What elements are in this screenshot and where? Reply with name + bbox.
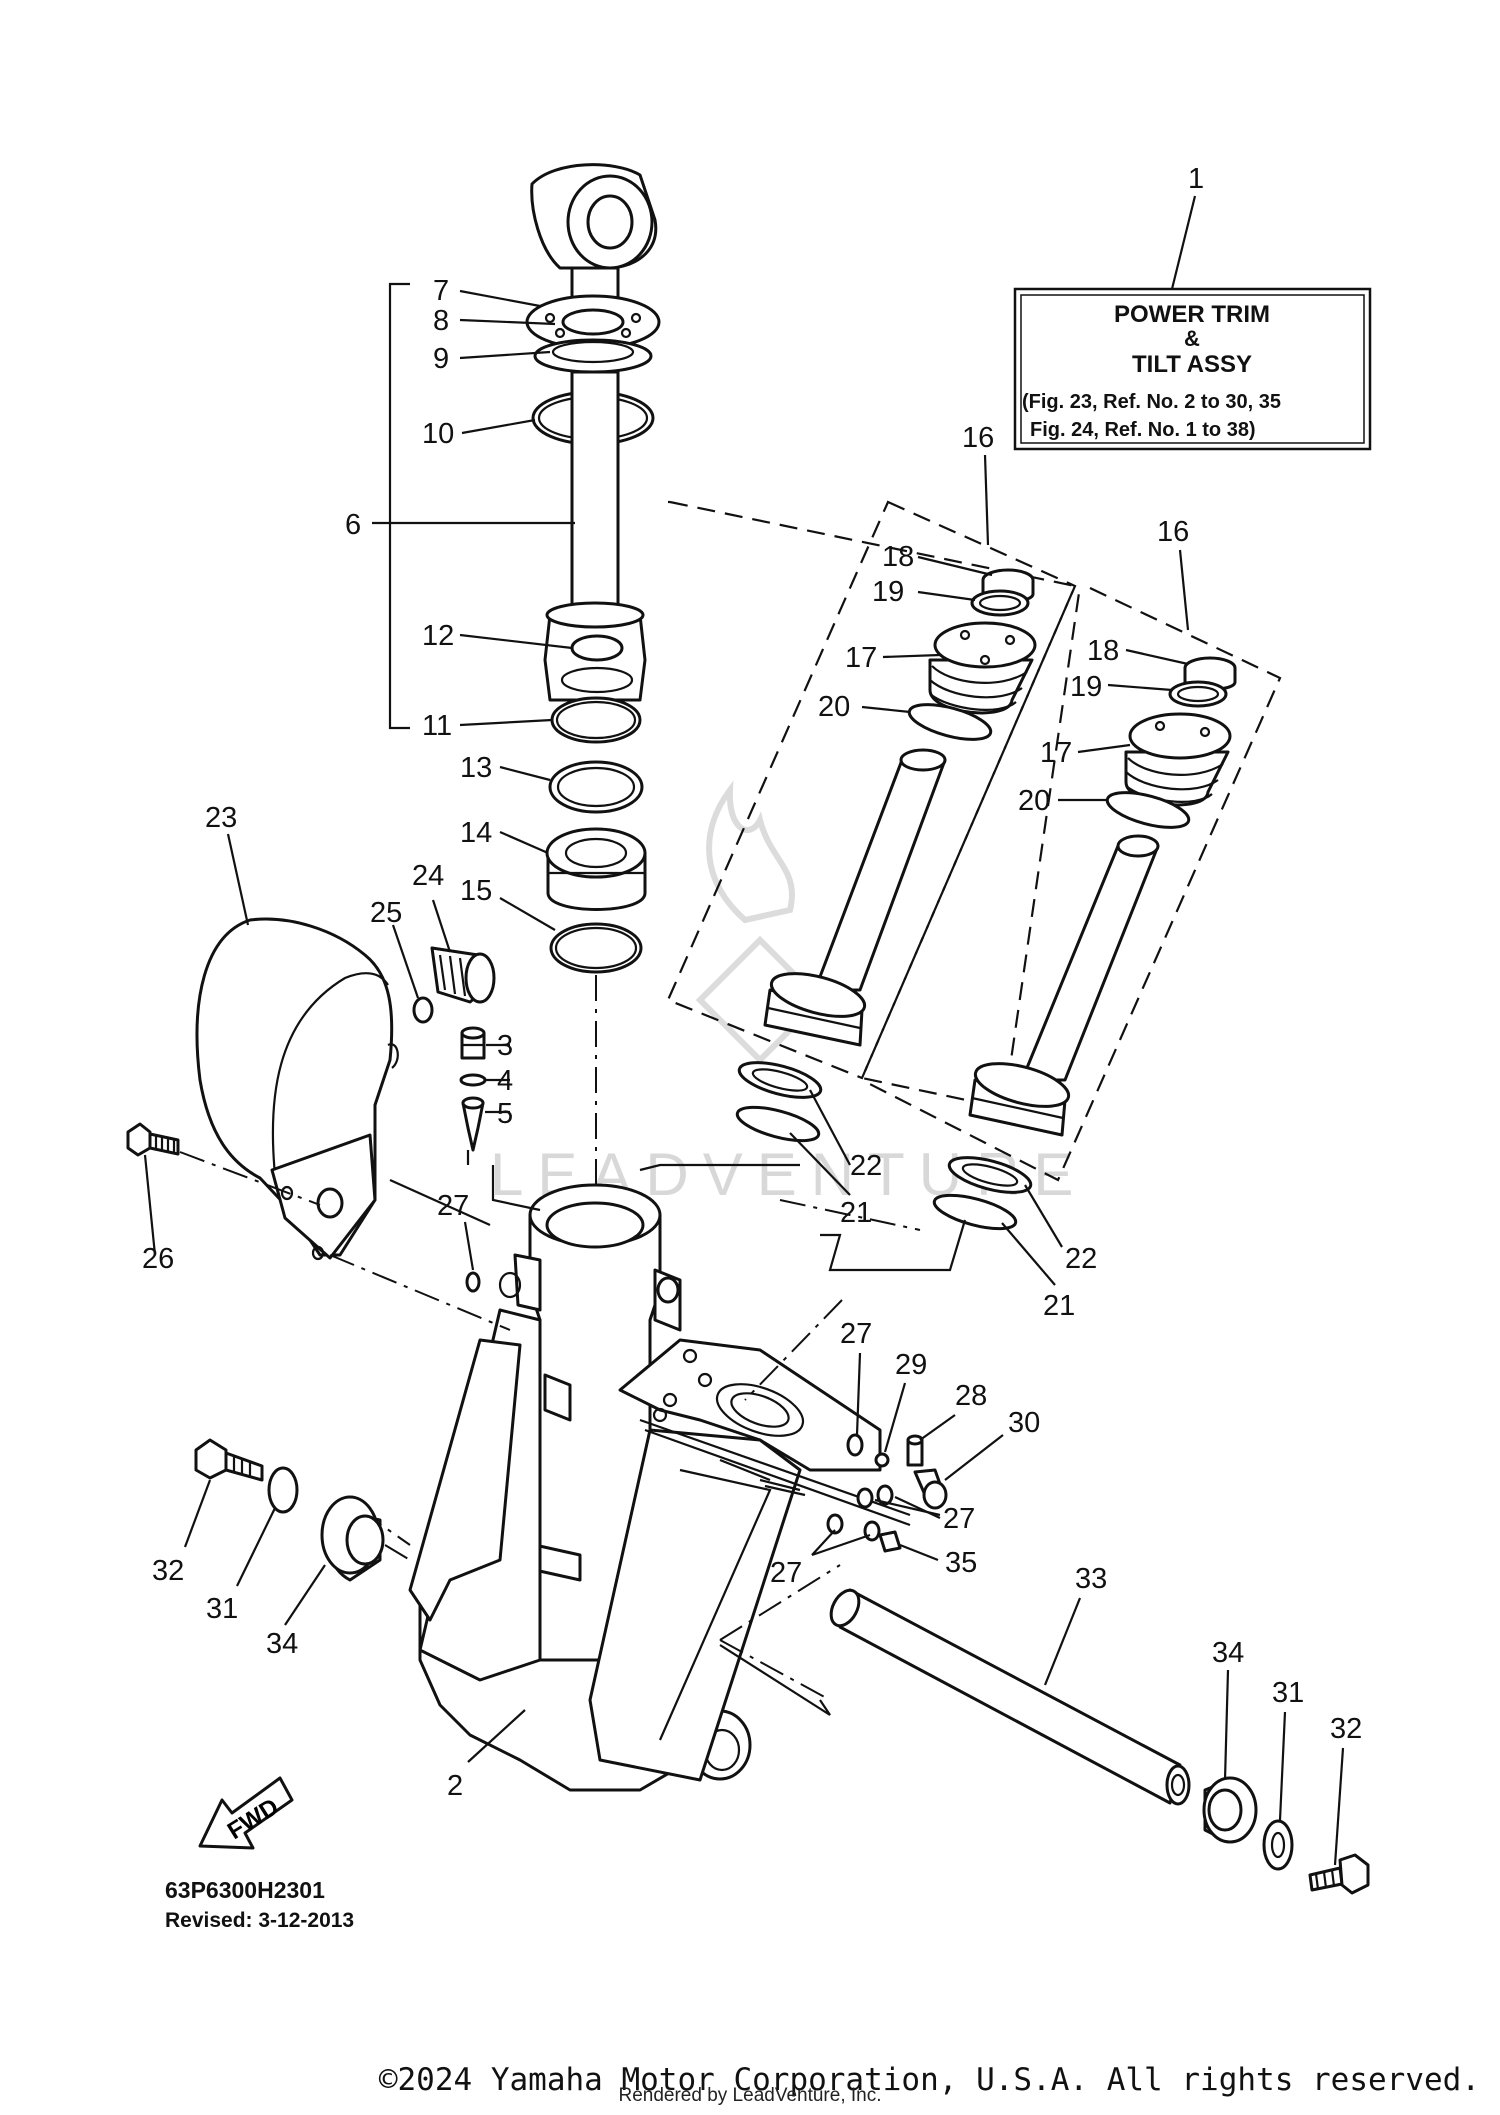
callout-25: 25: [370, 897, 402, 929]
diagram-code: 63P6300H2301: [165, 1877, 325, 1903]
cylinder-body: [408, 1183, 921, 1792]
callout-12: 12: [422, 620, 454, 652]
callout-5: 5: [497, 1098, 513, 1130]
ball-29: [874, 1452, 890, 1468]
guide-lines: [329, 1163, 967, 1716]
callout-18-a: 18: [882, 541, 914, 573]
callout-31-b: 31: [1272, 1677, 1304, 1709]
callout-23: 23: [205, 802, 237, 834]
callout-2: 2: [447, 1770, 463, 1802]
callout-7: 7: [433, 275, 449, 307]
callout-16-a: 16: [962, 422, 994, 454]
callout-28: 28: [955, 1380, 987, 1412]
callout-26: 26: [142, 1243, 174, 1275]
callout-6: 6: [345, 509, 361, 541]
plunger-30: [913, 1468, 948, 1510]
callout-22-b: 22: [1065, 1243, 1097, 1275]
callout-16-b: 16: [1157, 516, 1189, 548]
shaft-33: [829, 1588, 1191, 1806]
callout-18-b: 18: [1087, 635, 1119, 667]
pin-28: [906, 1434, 924, 1467]
callout-31-a: 31: [206, 1593, 238, 1625]
revised-date: Revised: 3-12-2013: [165, 1909, 354, 1932]
valve-parts: [459, 1026, 487, 1165]
washer-31-left: [267, 1466, 299, 1514]
seal-set-right: [932, 1156, 1033, 1231]
title-line-3: TILT ASSY: [1132, 351, 1252, 378]
callout-30: 30: [1008, 1407, 1040, 1439]
bolt-26: [126, 1122, 321, 1206]
reservoir-tank: [195, 917, 399, 1261]
callout-32-a: 32: [152, 1555, 184, 1587]
bushing-34-left: [320, 1495, 385, 1582]
trim-piston-group-left: [666, 500, 1082, 1110]
callout-21-b: 21: [1043, 1290, 1075, 1322]
title-line-4: (Fig. 23, Ref. No. 2 to 30, 35: [1022, 391, 1281, 413]
o-ring-25: [412, 996, 434, 1024]
callout-27-c: 27: [943, 1503, 975, 1535]
bushing-34-right: [1202, 1776, 1258, 1844]
callout-9: 9: [433, 343, 449, 375]
callout-35: 35: [945, 1547, 977, 1579]
callout-17-a: 17: [845, 642, 877, 674]
callout-20-b: 20: [1018, 785, 1050, 817]
callout-34-b: 34: [1212, 1637, 1244, 1669]
copyright-footer: ©2024 Yamaha Motor Corporation, U.S.A. A…: [378, 2062, 1480, 2098]
o-rings-27: [465, 1271, 894, 1542]
seal-set-left: [735, 1061, 823, 1143]
callout-27-d: 27: [770, 1557, 802, 1589]
callouts: 1 7 8 9 10 6 12 11 13 14 15 23 24 25 3 4…: [142, 163, 1362, 1802]
callout-8: 8: [433, 305, 449, 337]
trim-piston-group-right: [861, 587, 1282, 1182]
callout-27-b: 27: [840, 1318, 872, 1350]
callout-10: 10: [422, 418, 454, 450]
title-line-2: &: [1184, 326, 1200, 351]
filter-24: [430, 946, 496, 1004]
leader-lines: [143, 289, 1345, 1866]
washer-31-right: [1262, 1819, 1294, 1871]
piston-rod-assembly: [372, 163, 661, 1240]
callout-4: 4: [497, 1065, 513, 1097]
title-line-1: POWER TRIM: [1114, 301, 1270, 328]
callout-34-a: 34: [266, 1628, 298, 1660]
callout-27-a: 27: [437, 1190, 469, 1222]
rendered-by-footer: Rendered by LeadVenture, Inc.: [618, 2085, 882, 2106]
plug-35: [878, 1530, 902, 1553]
callout-29: 29: [895, 1349, 927, 1381]
callout-17-b: 17: [1040, 737, 1072, 769]
title-line-5: Fig. 24, Ref. No. 1 to 38): [1030, 419, 1256, 441]
callout-15: 15: [460, 875, 492, 907]
callout-24: 24: [412, 860, 444, 892]
callout-19-b: 19: [1070, 671, 1102, 703]
callout-21-a: 21: [840, 1197, 872, 1229]
callout-33: 33: [1075, 1563, 1107, 1595]
callout-22-a: 22: [850, 1150, 882, 1182]
title-box: POWER TRIM & TILT ASSY (Fig. 23, Ref. No…: [1013, 195, 1372, 451]
callout-14: 14: [460, 817, 492, 849]
bolt-32-left: [194, 1438, 264, 1482]
callout-1: 1: [1188, 163, 1204, 195]
callout-32-b: 32: [1330, 1713, 1362, 1745]
callout-20-a: 20: [818, 691, 850, 723]
callout-11: 11: [422, 710, 452, 742]
fwd-arrow: FWD: [198, 1776, 294, 1850]
callout-13: 13: [460, 752, 492, 784]
bolt-32-right: [1308, 1853, 1370, 1895]
callout-19-a: 19: [872, 576, 904, 608]
callout-3: 3: [497, 1030, 513, 1062]
